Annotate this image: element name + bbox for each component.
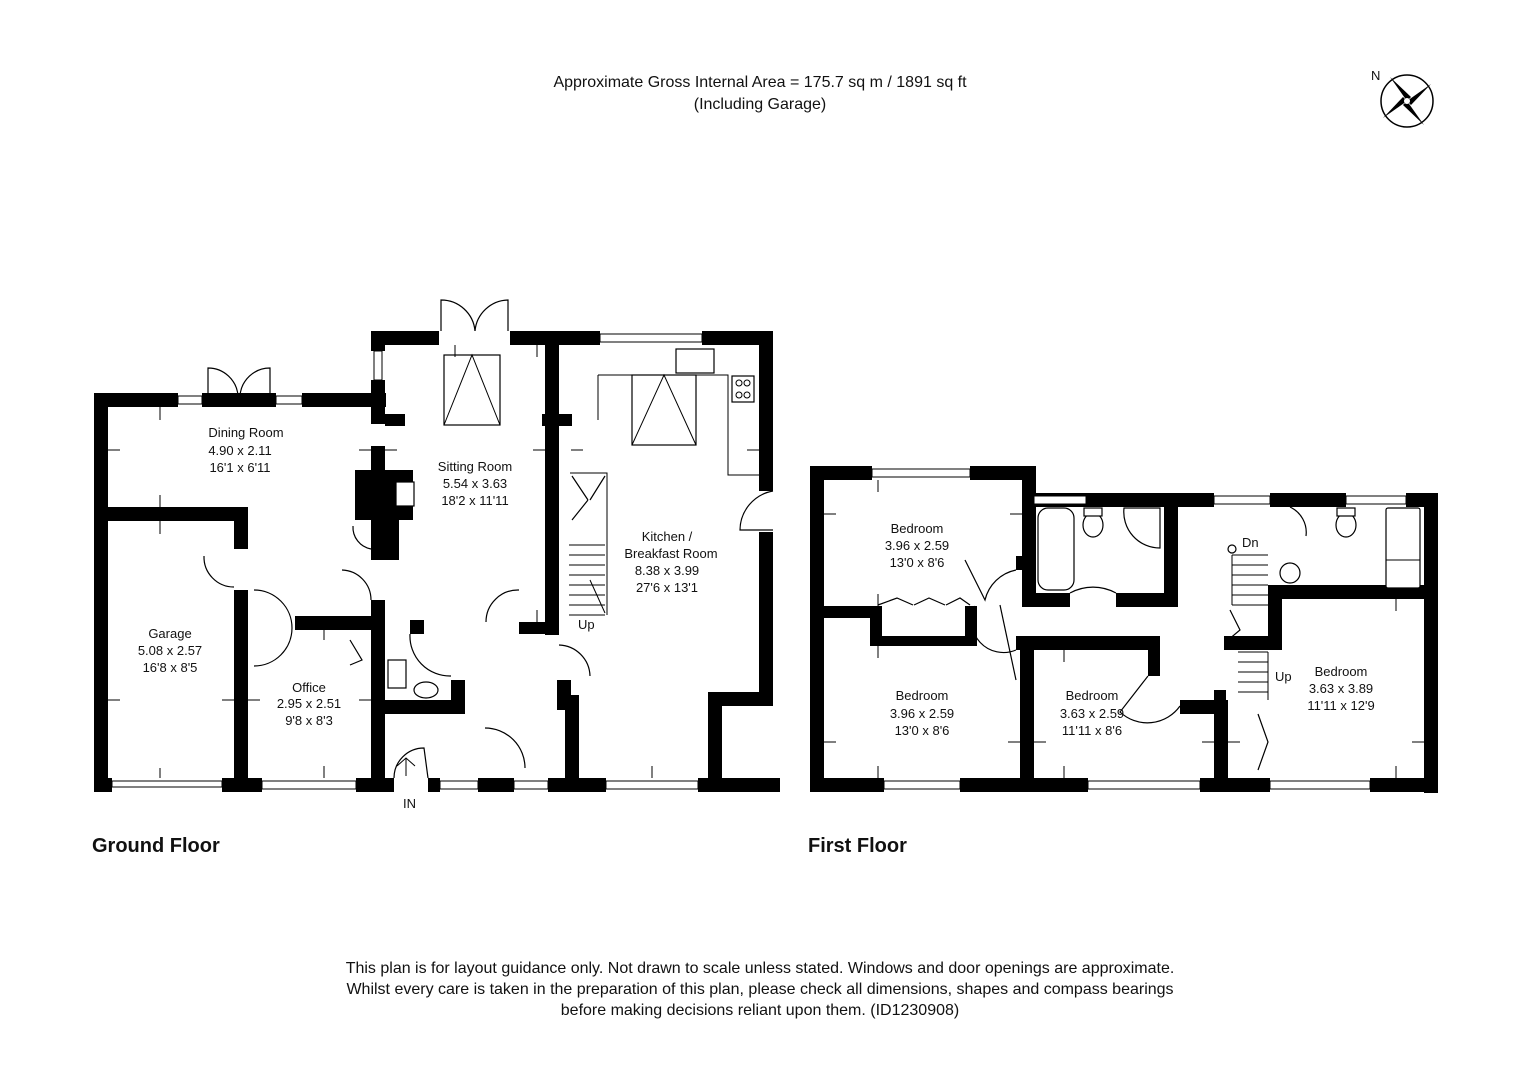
svg-text:Dining Room: Dining Room xyxy=(208,425,283,440)
svg-text:3.96 x 2.59: 3.96 x 2.59 xyxy=(890,706,954,721)
ground-floor-walls xyxy=(94,331,780,792)
svg-text:Kitchen /: Kitchen / xyxy=(642,529,693,544)
svg-text:5.08 x 2.57: 5.08 x 2.57 xyxy=(138,643,202,658)
svg-text:Breakfast Room: Breakfast Room xyxy=(624,546,717,561)
first-floor-label: First Floor xyxy=(808,835,907,857)
disclaimer-line-3: before making decisions reliant upon the… xyxy=(560,1002,960,1019)
svg-text:16'8 x 8'5: 16'8 x 8'5 xyxy=(143,660,198,675)
room-bedroom-3: Bedroom 3.63 x 2.59 11'11 x 8'6 xyxy=(1060,688,1124,738)
svg-text:Office: Office xyxy=(292,680,326,695)
svg-text:Bedroom: Bedroom xyxy=(1315,664,1368,679)
compass-north-label: N xyxy=(1371,68,1380,83)
room-sitting-room: Sitting Room 5.54 x 3.63 18'2 x 11'11 xyxy=(438,459,512,508)
disclaimer: This plan is for layout guidance only. N… xyxy=(260,958,1260,1021)
room-bedroom-4: Bedroom 3.63 x 3.89 11'11 x 12'9 xyxy=(1307,664,1374,713)
svg-text:2.95 x 2.51: 2.95 x 2.51 xyxy=(277,696,341,711)
svg-text:16'1 x 6'11: 16'1 x 6'11 xyxy=(209,460,270,475)
disclaimer-line-1: This plan is for layout guidance only. N… xyxy=(345,960,1175,977)
svg-text:Bedroom: Bedroom xyxy=(891,521,944,536)
first-stairs-up-label: Up xyxy=(1275,669,1292,684)
svg-text:9'8 x 8'3: 9'8 x 8'3 xyxy=(285,713,333,728)
svg-text:11'11 x 8'6: 11'11 x 8'6 xyxy=(1062,723,1122,738)
first-floor-fixtures xyxy=(1037,507,1421,700)
room-bedroom-2: Bedroom 3.96 x 2.59 13'0 x 8'6 xyxy=(890,688,954,738)
dimension-ticks xyxy=(108,345,1424,778)
svg-text:5.54 x 3.63: 5.54 x 3.63 xyxy=(443,476,507,491)
svg-text:4.90 x 2.11: 4.90 x 2.11 xyxy=(208,443,271,458)
first-floor-windows xyxy=(871,468,1407,790)
ground-floor-fixtures xyxy=(349,348,759,699)
room-kitchen-breakfast-room: Kitchen / Breakfast Room 8.38 x 3.99 27'… xyxy=(624,529,717,595)
area-note: (Including Garage) xyxy=(693,96,827,113)
svg-text:Bedroom: Bedroom xyxy=(1066,688,1119,703)
svg-text:11'11 x 12'9: 11'11 x 12'9 xyxy=(1307,698,1374,713)
svg-text:8.38 x 3.99: 8.38 x 3.99 xyxy=(635,563,699,578)
svg-text:13'0 x 8'6: 13'0 x 8'6 xyxy=(895,723,950,738)
svg-text:3.96 x 2.59: 3.96 x 2.59 xyxy=(885,538,949,553)
compass-icon xyxy=(1380,74,1434,128)
svg-text:3.63 x 2.59: 3.63 x 2.59 xyxy=(1060,706,1124,721)
room-bedroom-1: Bedroom 3.96 x 2.59 13'0 x 8'6 xyxy=(885,521,949,570)
svg-text:13'0 x 8'6: 13'0 x 8'6 xyxy=(890,555,945,570)
room-dining-room: Dining Room 4.90 x 2.11 16'1 x 6'11 xyxy=(208,425,283,475)
svg-text:Garage: Garage xyxy=(148,626,191,641)
ground-floor-doors xyxy=(203,299,774,779)
svg-text:Sitting Room: Sitting Room xyxy=(438,459,512,474)
ground-floor-label: Ground Floor xyxy=(92,835,220,857)
svg-text:3.63 x 3.89: 3.63 x 3.89 xyxy=(1309,681,1373,696)
room-garage: Garage 5.08 x 2.57 16'8 x 8'5 xyxy=(138,626,202,675)
room-office: Office 2.95 x 2.51 9'8 x 8'3 xyxy=(277,680,341,728)
svg-text:27'6 x 13'1: 27'6 x 13'1 xyxy=(636,580,698,595)
first-floor-walls xyxy=(810,466,1438,793)
entrance-label: IN xyxy=(403,796,416,811)
first-stairs-down-label: Dn xyxy=(1242,535,1259,550)
first-floor-doors xyxy=(877,506,1307,771)
ground-stairs-label: Up xyxy=(578,617,595,632)
svg-text:Bedroom: Bedroom xyxy=(896,688,949,703)
area-title: Approximate Gross Internal Area = 175.7 … xyxy=(553,74,967,91)
disclaimer-line-2: Whilst every care is taken in the prepar… xyxy=(346,981,1174,998)
ground-floor-windows xyxy=(111,333,703,790)
svg-text:18'2 x 11'11: 18'2 x 11'11 xyxy=(441,493,508,508)
